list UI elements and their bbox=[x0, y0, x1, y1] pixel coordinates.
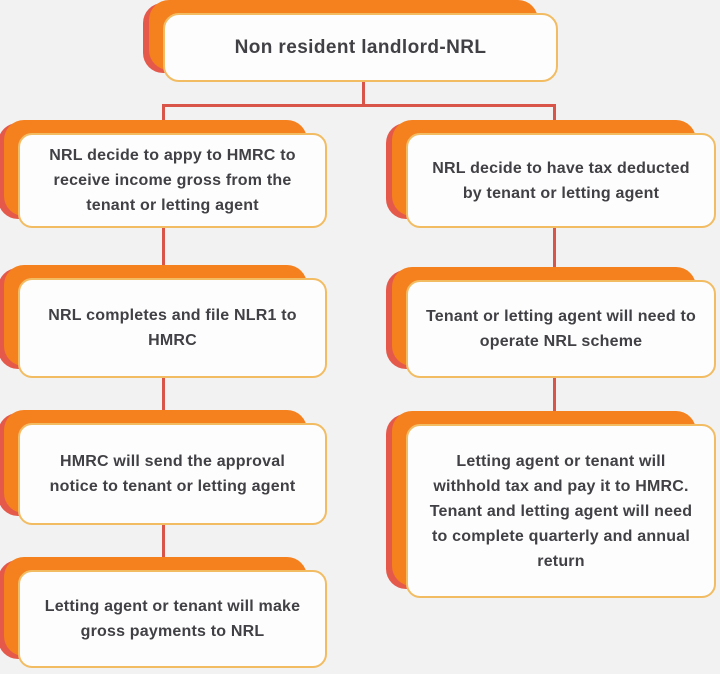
connector-l3-l4 bbox=[162, 523, 165, 561]
flow-box-text: Letting agent or tenant will withhold ta… bbox=[429, 452, 693, 570]
flow-box-text: NRL decide to have tax deducted by tenan… bbox=[432, 159, 690, 202]
title-box-label: Non resident landlord-NRL bbox=[234, 37, 487, 58]
connector-left-drop bbox=[162, 104, 165, 124]
flow-box-text: NRL decide to appy to HMRC to receive in… bbox=[49, 147, 296, 214]
connector-l2-l3 bbox=[162, 376, 165, 416]
flow-box: NRL completes and file NLR1 to HMRC bbox=[18, 278, 327, 378]
flow-box: Letting agent or tenant will withhold ta… bbox=[406, 424, 716, 598]
flow-node-left-1: NRL decide to appy to HMRC to receive in… bbox=[0, 120, 327, 228]
flow-node-left-2: NRL completes and file NLR1 to HMRC bbox=[0, 265, 327, 378]
connector-l1-l2 bbox=[162, 226, 165, 270]
flow-node-right-1: NRL decide to have tax deducted by tenan… bbox=[386, 120, 716, 228]
connector-title-drop bbox=[362, 80, 365, 106]
flow-box: Tenant or letting agent will need to ope… bbox=[406, 280, 716, 378]
connector-r2-r3 bbox=[553, 376, 556, 416]
title-box: Non resident landlord-NRL bbox=[163, 13, 558, 82]
flow-box: NRL decide to appy to HMRC to receive in… bbox=[18, 133, 327, 228]
flow-node-left-3: HMRC will send the approval notice to te… bbox=[0, 410, 327, 525]
flow-box: NRL decide to have tax deducted by tenan… bbox=[406, 133, 716, 228]
connector-branch-bar bbox=[162, 104, 556, 107]
flow-box-text: Tenant or letting agent will need to ope… bbox=[425, 308, 697, 350]
flow-node-right-2: Tenant or letting agent will need to ope… bbox=[386, 267, 716, 378]
flow-box-text: HMRC will send the approval notice to te… bbox=[49, 453, 296, 495]
flow-node-title: Non resident landlord-NRL bbox=[143, 0, 558, 82]
flow-box-text: Letting agent or tenant will make gross … bbox=[44, 598, 301, 640]
flow-node-left-4: Letting agent or tenant will make gross … bbox=[0, 557, 327, 668]
flow-node-right-3: Letting agent or tenant will withhold ta… bbox=[386, 411, 716, 598]
connector-r1-r2 bbox=[553, 226, 556, 270]
connector-right-drop bbox=[553, 104, 556, 124]
flow-box: HMRC will send the approval notice to te… bbox=[18, 423, 327, 525]
flow-box-text: NRL completes and file NLR1 to HMRC bbox=[48, 307, 297, 349]
flow-box: Letting agent or tenant will make gross … bbox=[18, 570, 327, 668]
